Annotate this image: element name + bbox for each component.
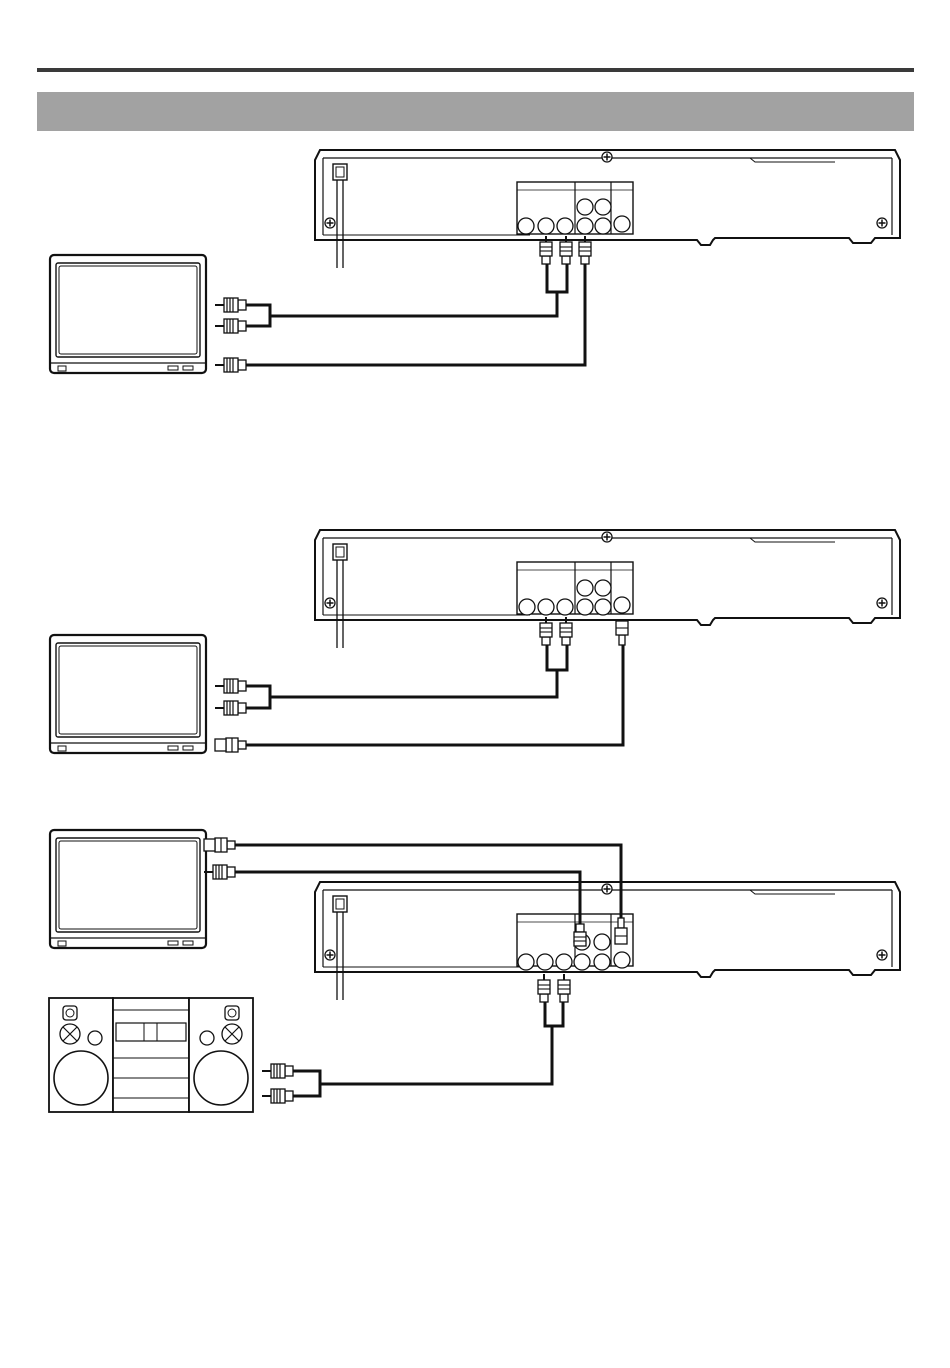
audio-cable-1	[215, 236, 572, 333]
audio-cable-3	[262, 974, 570, 1103]
diagram-2	[50, 530, 900, 753]
diagram-3	[49, 830, 900, 1112]
audio-cable-2	[215, 617, 572, 715]
tv-3	[50, 830, 206, 948]
stereo-system	[49, 998, 253, 1112]
diagram-1	[50, 150, 900, 373]
tv-1	[50, 255, 206, 373]
tv-2	[50, 635, 206, 753]
